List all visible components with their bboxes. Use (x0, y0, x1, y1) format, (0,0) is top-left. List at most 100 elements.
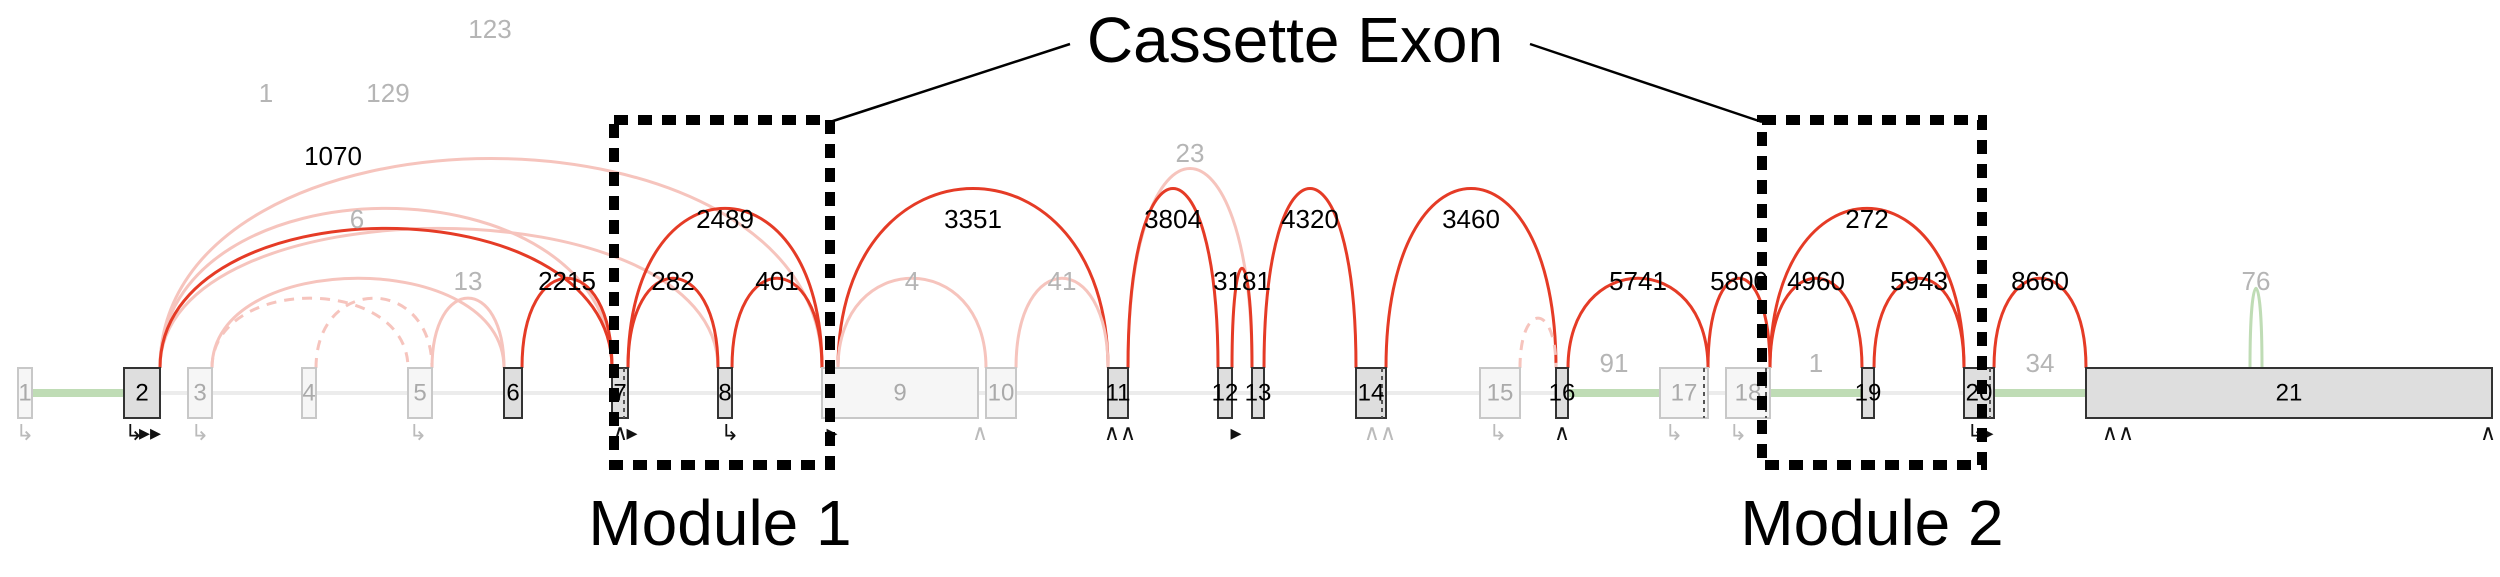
transcript-boundary-marker: ▸ (1230, 421, 1241, 446)
junction-arc (1768, 276, 1864, 369)
exon-number: 1 (18, 379, 31, 406)
junction-count-label: 3351 (944, 204, 1002, 234)
transcript-boundary-marker: ▸ (626, 421, 637, 446)
junction-arc (1230, 267, 1254, 369)
exon-box (1217, 367, 1233, 419)
junction-arc (626, 276, 720, 369)
callout-line-right (1529, 42, 1763, 124)
junction-arc (1126, 186, 1220, 369)
exon-number: 10 (988, 379, 1015, 406)
transcript-boundary-marker: ↳ (721, 421, 739, 446)
junction-count-label: 8660 (2011, 266, 2069, 296)
exon-number: 14 (1358, 379, 1385, 406)
junction-count-label: 1070 (304, 141, 362, 171)
junction-arc (730, 276, 824, 369)
junction-arc (1384, 186, 1558, 369)
junction-count-label: 13 (454, 266, 483, 296)
transcript-boundary-marker: ∧∧ (2102, 421, 2134, 446)
junction-count-label: 34 (2026, 348, 2055, 378)
junction-count-label: 3460 (1442, 204, 1500, 234)
exon-number: 18 (1735, 379, 1762, 406)
exon-number: 4 (302, 379, 315, 406)
junction-arc (1014, 276, 1110, 369)
junction-count-label: 91 (1600, 348, 1629, 378)
transcript-boundary-marker: ∧ (2480, 421, 2496, 446)
cassette-exon-title: Cassette Exon (1087, 4, 1503, 76)
junction-arc (430, 296, 506, 369)
exon-number: 5 (413, 379, 426, 406)
junction-count-label: 1 (259, 78, 273, 108)
exon-box (1251, 367, 1265, 419)
exon-box (1479, 367, 1521, 419)
exon-box (821, 367, 979, 419)
exon-box (301, 367, 317, 419)
exon-box (17, 367, 33, 419)
junction-arc (1262, 186, 1358, 369)
junction-count-label: 76 (2242, 266, 2271, 296)
junction-arc (836, 276, 988, 369)
junction-count-label: 4 (905, 266, 919, 296)
exon-box (503, 367, 523, 419)
exon-number: 8 (718, 379, 731, 406)
junction-arc (520, 276, 614, 369)
transcript-boundary-marker: ↳ (1729, 421, 1747, 446)
junction-arc (2248, 287, 2264, 369)
transcript-boundary-marker: ↳ (16, 421, 34, 446)
junction-count-label: 2215 (538, 266, 596, 296)
junction-arc (210, 276, 506, 369)
exon-box (407, 367, 433, 419)
callout-line-left (829, 42, 1071, 124)
exon-box (1107, 367, 1129, 419)
exon-number: 17 (1671, 379, 1698, 406)
transcript-boundary-marker: ↳ (125, 421, 143, 446)
junction-arc (1992, 276, 2088, 369)
junction-count-label: 3181 (1213, 266, 1271, 296)
exon-number: 16 (1549, 379, 1576, 406)
module-2-label: Module 2 (1740, 487, 2003, 559)
exon-number: 21 (2276, 379, 2303, 406)
junction-count-label: 3804 (1144, 204, 1202, 234)
transcript-boundary-marker: ↳ (191, 421, 209, 446)
module-2-box (1757, 115, 1987, 470)
exon-number: 3 (193, 379, 206, 406)
exon-box (1659, 367, 1709, 419)
exon-number: 15 (1487, 379, 1514, 406)
module-1-box (609, 115, 835, 470)
junction-arc (836, 186, 1110, 369)
exon-box (1861, 367, 1875, 419)
transcript-boundary-marker: ↳ (1665, 421, 1683, 446)
junction-count-label: 6 (350, 204, 364, 234)
exon-box (985, 367, 1017, 419)
junction-count-label: 23 (1176, 138, 1205, 168)
junction-count-label: 5943 (1890, 266, 1948, 296)
transcript-boundary-marker: ∧ (972, 421, 988, 446)
transcript-boundary-marker: ↳ (409, 421, 427, 446)
junction-arc (158, 157, 824, 369)
exon-box (1555, 367, 1569, 419)
transcript-boundary-marker: ▸▸ (139, 421, 161, 446)
exon-box (2085, 367, 2493, 419)
junction-arc (626, 207, 824, 369)
junction-count-label: 2489 (696, 204, 754, 234)
junction-count-label: 272 (1845, 204, 1888, 234)
junction-arc (1518, 316, 1558, 369)
junction-count-label: 282 (651, 266, 694, 296)
transcript-boundary-marker: ↳ (1489, 421, 1507, 446)
transcript-boundary-marker: ∧∧ (1104, 421, 1136, 446)
exon-number: 13 (1245, 379, 1272, 406)
junction-arc (158, 206, 614, 369)
exon-box (123, 367, 161, 419)
exon-number: 9 (893, 379, 906, 406)
junction-count-label: 1 (1809, 348, 1823, 378)
junction-count-label: 41 (1048, 266, 1077, 296)
exon-number: 11 (1106, 379, 1131, 406)
exon-number: 2 (135, 379, 148, 406)
transcript-boundary-marker: ∧∧ (1364, 421, 1396, 446)
junction-count-label: 4960 (1787, 266, 1845, 296)
junction-arc (1872, 276, 1966, 369)
exon-box (717, 367, 733, 419)
exon-number: 19 (1855, 379, 1882, 406)
junction-arc (1706, 276, 1772, 369)
